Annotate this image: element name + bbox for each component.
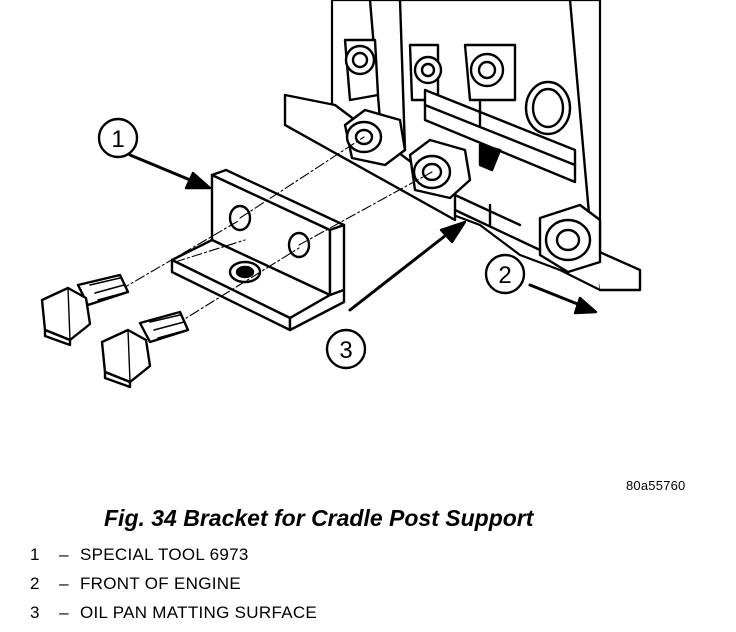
legend-item-text: FRONT OF ENGINE <box>80 574 241 593</box>
legend-item: 3–OIL PAN MATTING SURFACE <box>30 603 317 632</box>
engine-block <box>283 0 642 292</box>
legend-item: 2–FRONT OF ENGINE <box>30 574 317 603</box>
legend-item-number: 1 <box>30 545 40 564</box>
legend-item: 1–SPECIAL TOOL 6973 <box>30 545 317 574</box>
figure-reference-code: 80a55760 <box>626 478 686 493</box>
callout-3-label: 3 <box>339 337 352 364</box>
legend-item-dash: – <box>59 574 69 593</box>
callout-1-label: 1 <box>111 126 124 153</box>
callout-3-circle <box>325 328 367 370</box>
alignment-lines <box>119 136 433 326</box>
legend-item-dash: – <box>59 545 69 564</box>
legend-item-number: 3 <box>30 603 40 622</box>
bolt <box>40 273 130 347</box>
legend-item-dash: – <box>59 603 69 622</box>
callout-2-label: 2 <box>498 262 511 289</box>
legend-item-number: 2 <box>30 574 40 593</box>
callout-1-arrow <box>128 153 212 190</box>
legend-item-text: SPECIAL TOOL 6973 <box>80 545 249 564</box>
callout-2-arrow <box>528 283 598 315</box>
legend-item-text: OIL PAN MATTING SURFACE <box>80 603 318 622</box>
callout-3-arrow <box>348 220 467 312</box>
callout-2-circle <box>484 253 526 295</box>
legend: 1–SPECIAL TOOL 6973 2–FRONT OF ENGINE 3–… <box>30 545 317 632</box>
figure-title: Fig. 34 Bracket for Cradle Post Support <box>104 505 534 531</box>
callout-1-circle <box>97 117 139 159</box>
bracket-illustration: 1 2 3 <box>40 0 642 389</box>
special-tool-bracket <box>170 168 346 332</box>
bolt <box>100 310 190 389</box>
